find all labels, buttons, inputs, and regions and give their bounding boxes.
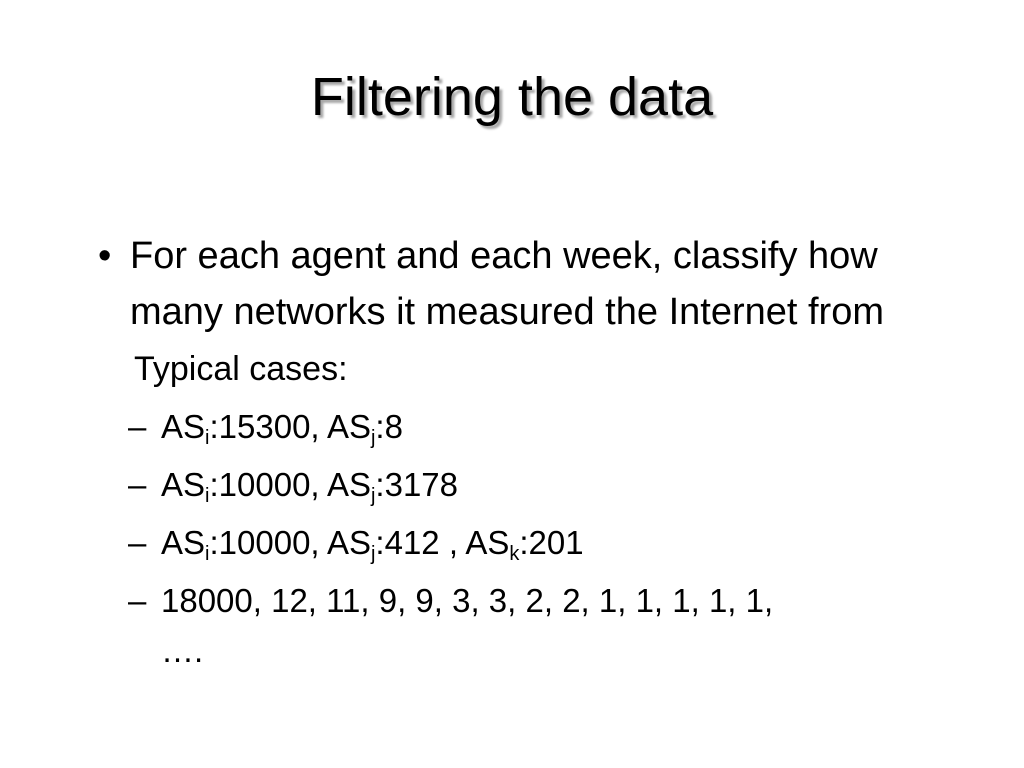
as-value: :10000, xyxy=(209,466,327,503)
as-label: AS xyxy=(161,408,206,445)
typical-cases-label: Typical cases: xyxy=(134,350,348,388)
dash-icon: – xyxy=(128,466,147,503)
case-item: – ASi:10000, ASj:412 , ASk:201 xyxy=(128,518,978,568)
bullet-icon: • xyxy=(98,235,112,277)
as-label: AS xyxy=(326,466,371,503)
main-bullet: • For each agent and each week, classify… xyxy=(98,228,978,340)
as-value: :8 xyxy=(375,408,403,445)
as-label: AS xyxy=(326,524,371,561)
as-subscript: k xyxy=(509,543,520,565)
case-item: – ASi:15300, ASj:8 xyxy=(128,402,978,452)
dash-icon: – xyxy=(128,582,147,619)
as-subscript: i xyxy=(205,543,210,565)
dash-icon: – xyxy=(128,408,147,445)
as-subscript: j xyxy=(370,427,376,449)
main-bullet-text: For each agent and each week, classify h… xyxy=(130,235,884,333)
dash-icon: – xyxy=(128,524,147,561)
as-subscript: j xyxy=(370,543,376,565)
as-value: :201 xyxy=(519,524,584,561)
as-subscript: i xyxy=(205,485,210,507)
as-value: :412 , xyxy=(375,524,466,561)
as-value: :3178 xyxy=(375,466,459,503)
slide-content: • For each agent and each week, classify… xyxy=(98,228,978,676)
as-subscript: j xyxy=(370,485,376,507)
as-label: AS xyxy=(465,524,510,561)
as-label: AS xyxy=(161,524,206,561)
case-item: – ASi:10000, ASj:3178 xyxy=(128,460,978,510)
as-label: AS xyxy=(161,466,206,503)
as-value: :15300, xyxy=(209,408,327,445)
case-item-sequence: – 18000, 12, 11, 9, 9, 3, 3, 2, 2, 1, 1,… xyxy=(128,576,978,676)
sequence-line-1: 18000, 12, 11, 9, 9, 3, 3, 2, 2, 1, 1, 1… xyxy=(161,582,774,619)
as-value: :10000, xyxy=(209,524,327,561)
slide-title: Filtering the data xyxy=(310,67,714,127)
sequence-line-2: …. xyxy=(161,632,204,669)
as-label: AS xyxy=(326,408,371,445)
as-subscript: i xyxy=(205,427,210,449)
